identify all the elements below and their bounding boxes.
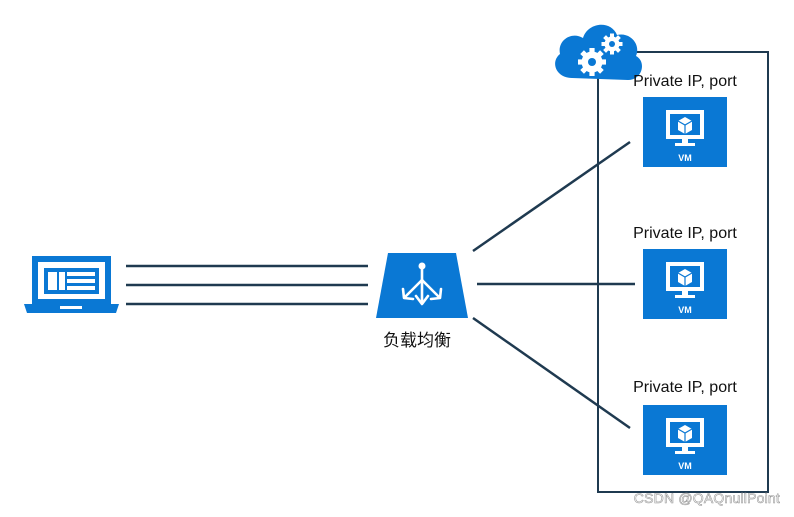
vm-icon — [643, 249, 727, 319]
vm-ip-label: Private IP, port — [633, 73, 737, 90]
cloud-gear-icon — [555, 24, 642, 80]
vm-badge: VM — [678, 305, 692, 315]
backend-connections — [472, 140, 635, 430]
load-balancer-label: 负载均衡 — [383, 331, 451, 351]
vm-icon — [643, 97, 727, 167]
client-connections — [126, 264, 368, 306]
watermark: CSDN @QAQnullPoint — [633, 490, 780, 507]
load-balancer-icon — [376, 253, 468, 318]
vm-ip-label: Private IP, port — [633, 225, 737, 242]
vm-badge: VM — [678, 461, 692, 471]
vm-ip-label: Private IP, port — [633, 379, 737, 396]
vm-badge: VM — [678, 153, 692, 163]
laptop-icon — [24, 256, 119, 313]
cloud-service-boundary — [597, 51, 769, 493]
vm-icon — [643, 405, 727, 475]
